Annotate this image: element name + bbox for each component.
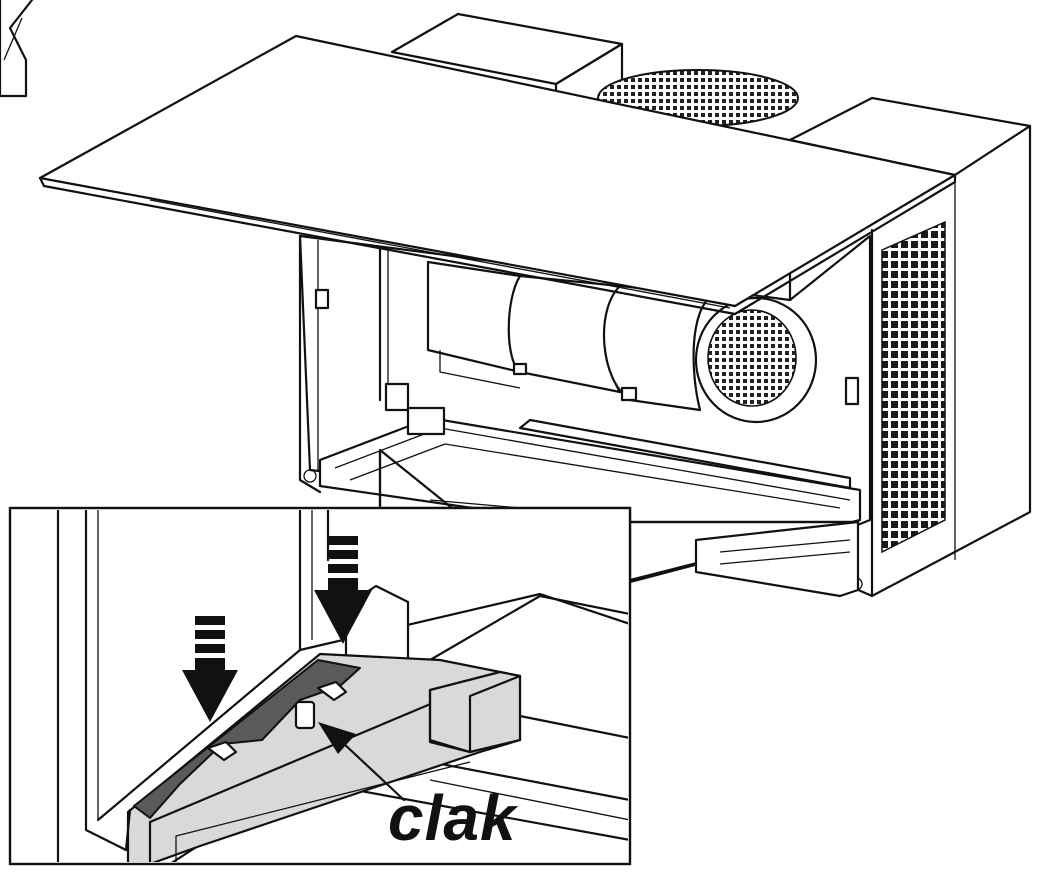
blower-motor bbox=[426, 260, 818, 424]
corner-icon-fragment bbox=[0, 0, 34, 98]
detail-inset bbox=[8, 506, 632, 866]
press-down-arrow-icon bbox=[314, 536, 372, 644]
lid-panel bbox=[38, 34, 957, 316]
callout-arrow-icon bbox=[318, 722, 406, 802]
side-vent-grille bbox=[881, 220, 946, 554]
filter-rail bbox=[318, 382, 862, 550]
press-down-arrow-icon bbox=[182, 616, 238, 722]
clak-label: clak bbox=[388, 782, 517, 854]
